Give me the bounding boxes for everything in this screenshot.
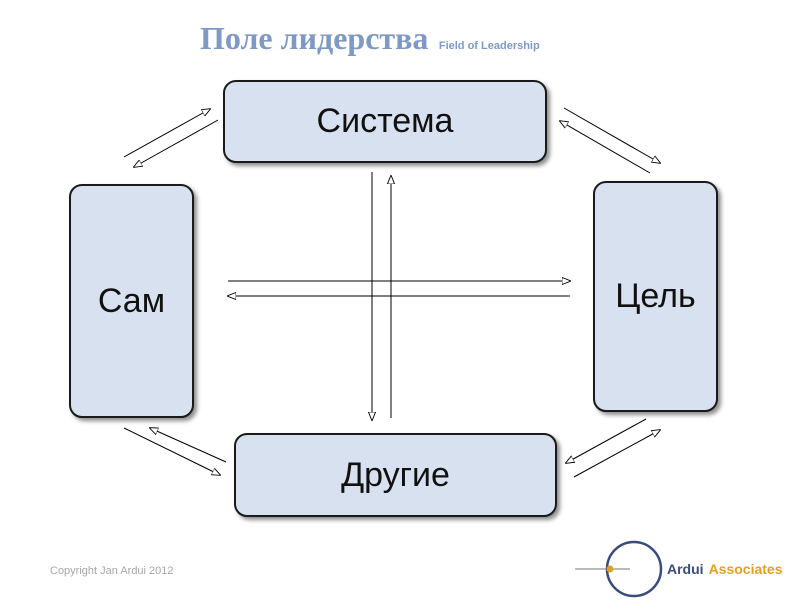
arrow-others-to-self xyxy=(150,428,227,463)
node-self-label: Сам xyxy=(97,281,166,320)
title-sub: Field of Leadership xyxy=(438,40,540,52)
copyright-text: Copyright Jan Ardui 2012 xyxy=(50,565,174,577)
arrow-system-to-goal xyxy=(563,107,660,163)
logo-word-associates: Associates xyxy=(708,561,783,577)
node-goal-label: Цель xyxy=(615,277,696,315)
arrow-others-to-goal xyxy=(573,430,660,478)
logo-word-ardui: Ardui xyxy=(667,561,704,577)
node-goal: Цель xyxy=(593,181,718,412)
arrow-self-to-system xyxy=(123,109,210,158)
arrow-system-to-self xyxy=(134,119,219,167)
node-system-label: Система xyxy=(316,102,454,140)
title-main: Поле лидерства xyxy=(200,20,429,56)
node-system: Система xyxy=(223,80,547,163)
arrow-self-to-others xyxy=(123,427,220,475)
logo-circle-icon xyxy=(575,540,663,598)
slide-title: Поле лидерства Field of Leadership xyxy=(200,20,540,57)
node-others: Другие xyxy=(234,433,557,517)
node-others-label: Другие xyxy=(341,455,450,494)
node-self: Сам xyxy=(69,184,194,418)
arrow-goal-to-system xyxy=(560,121,651,174)
arrow-goal-to-others xyxy=(566,418,647,463)
